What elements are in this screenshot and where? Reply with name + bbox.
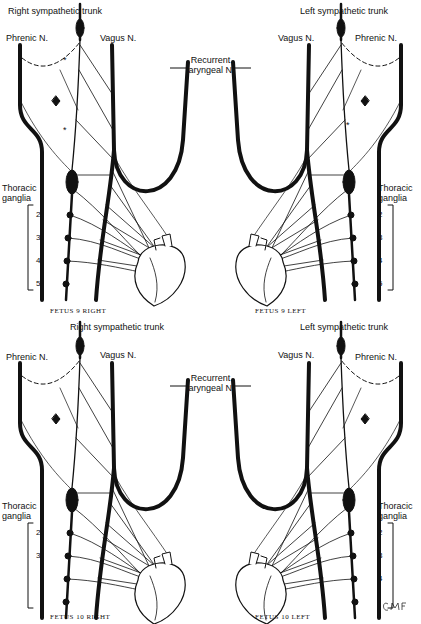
nerve-label: Vagus N. — [278, 350, 328, 360]
nerve-label: Vagus N. — [100, 350, 150, 360]
asterisk-marker: * — [63, 125, 73, 135]
ganglion-number: 3 — [36, 551, 44, 561]
ganglion-number: 5 — [378, 279, 386, 289]
nerve-label: Right sympathetic trunk — [70, 322, 190, 332]
nerve-label: Vagus N. — [100, 33, 150, 43]
ganglion-number: 4 — [378, 256, 386, 266]
ganglion-number: 2 — [36, 528, 44, 538]
nerve-label: Phrenic N. — [355, 33, 415, 43]
nerve-label: Phrenic N. — [355, 352, 415, 362]
ganglion-number: 2 — [36, 210, 44, 220]
panel-caption: FETUS 10 LEFT — [255, 612, 365, 622]
nerve-label: Left sympathetic trunk — [300, 6, 420, 16]
ganglion-number: 3 — [378, 551, 386, 561]
nerve-label: Phrenic N. — [6, 352, 66, 362]
nerve-label: Thoracic ganglia — [2, 501, 47, 521]
asterisk-marker: * — [346, 120, 356, 130]
nerve-label: Phrenic N. — [6, 33, 66, 43]
nerve-label: Thoracic ganglia — [2, 183, 47, 203]
nerve-label: Recurrent laryngeal N. — [173, 373, 248, 393]
ganglion-number: 5 — [36, 279, 44, 289]
nerve-label: Recurrent laryngeal N. — [173, 55, 248, 75]
nerve-label: Thoracic ganglia — [378, 501, 421, 521]
ganglion-number: 2 — [378, 210, 386, 220]
ganglion-number: 3 — [36, 233, 44, 243]
panel-caption: FETUS 9 LEFT — [255, 306, 365, 316]
panel-caption: FETUS 9 RIGHT — [50, 306, 160, 316]
nerve-label: Thoracic ganglia — [378, 183, 421, 203]
panel-caption: FETUS 10 RIGHT — [50, 612, 160, 622]
ganglion-number: 2 — [378, 528, 386, 538]
ganglion-number: 4 — [378, 574, 386, 584]
asterisk-marker: * — [63, 55, 73, 65]
ganglion-number: 3 — [378, 233, 386, 243]
nerve-label: Left sympathetic trunk — [300, 322, 420, 332]
nerve-label: Right sympathetic trunk — [8, 6, 128, 16]
ganglion-number: 4 — [36, 256, 44, 266]
nerve-label: Vagus N. — [278, 33, 328, 43]
